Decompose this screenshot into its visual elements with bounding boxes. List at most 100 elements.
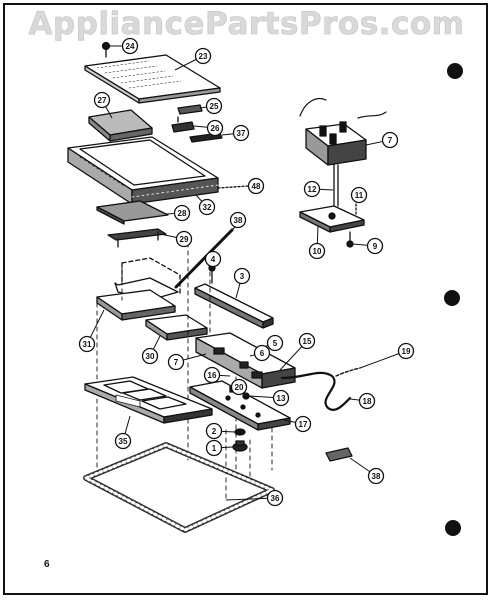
callout-label: 24 (126, 42, 135, 51)
part-window-frame-35 (84, 376, 213, 424)
callout-circle (205, 97, 223, 115)
callout-c7a: 7 (167, 353, 207, 371)
part-housing-pan (67, 136, 219, 205)
callout-circle (121, 37, 139, 55)
callout-circle (114, 432, 132, 450)
callout-circle (381, 131, 399, 149)
callout-layer: 2423272526374832282938433130567151619201… (78, 37, 415, 507)
callout-c26: 26 (193, 119, 224, 137)
callout-circle (247, 177, 265, 195)
part-nut-13 (242, 392, 250, 400)
callout-label: 13 (277, 394, 286, 403)
binder-hole-top (447, 63, 463, 79)
part-washer-2 (234, 428, 246, 436)
callout-circle (266, 489, 284, 507)
callout-circle (272, 389, 290, 407)
callout-c23: 23 (174, 47, 212, 71)
callout-circle (294, 415, 312, 433)
callout-label: 10 (313, 247, 322, 256)
leader-48 (217, 185, 249, 189)
callout-circle (141, 347, 159, 365)
callout-label: 37 (237, 129, 246, 138)
callout-circle (175, 230, 193, 248)
callout-circle (167, 353, 185, 371)
callout-circle (253, 344, 271, 362)
callout-label: 29 (180, 235, 189, 244)
callout-label: 27 (98, 96, 107, 105)
part-plate-30 (145, 314, 208, 341)
callout-circle (206, 119, 224, 137)
callout-circle (232, 124, 250, 142)
part-knob-1 (232, 440, 248, 452)
callout-label: 1 (212, 444, 217, 453)
callout-label: 3 (240, 272, 245, 281)
callout-c18: 18 (349, 392, 376, 410)
callout-label: 7 (174, 358, 179, 367)
page-border (3, 3, 488, 595)
binder-hole-bottom (445, 520, 461, 536)
part-bracket-25 (177, 104, 203, 115)
part-thermostat-7 (299, 97, 387, 166)
callout-c16: 16 (203, 366, 231, 384)
part-bracket-10 (299, 205, 365, 233)
callout-label: 25 (210, 102, 219, 111)
callout-c17: 17 (283, 415, 312, 433)
callout-label: 35 (119, 437, 128, 446)
part-bracket-3 (194, 283, 274, 329)
callout-label: 16 (208, 371, 217, 380)
callout-c36: 36 (225, 489, 284, 507)
part-shaft-12 (333, 164, 339, 207)
callout-c37: 37 (221, 124, 250, 142)
callout-label: 2 (212, 427, 217, 436)
callout-circle (298, 332, 316, 350)
callout-c9: 9 (352, 237, 384, 255)
callout-circle (198, 198, 216, 216)
callout-label: 20 (235, 383, 244, 392)
callout-label: 18 (363, 397, 372, 406)
part-bracket-29 (107, 228, 167, 248)
part-control-housing-15 (195, 332, 296, 389)
callout-c6: 6 (249, 344, 271, 362)
callout-c27: 27 (93, 91, 113, 119)
callout-c29: 29 (159, 230, 193, 248)
callout-c7b: 7 (365, 131, 399, 149)
callout-label: 23 (199, 52, 208, 61)
callout-label: 17 (299, 420, 308, 429)
callout-circle (366, 237, 384, 255)
callout-c3: 3 (233, 267, 251, 299)
callout-c15: 15 (279, 332, 316, 371)
callout-circle (205, 422, 223, 440)
callout-circle (194, 47, 212, 65)
callout-c28: 28 (165, 204, 191, 222)
callout-c30: 30 (141, 335, 161, 365)
callout-circle (93, 91, 111, 109)
callout-label: 15 (303, 337, 312, 346)
callout-c19: 19 (359, 342, 415, 369)
callout-label: 7 (388, 136, 393, 145)
callout-label: 9 (373, 242, 378, 251)
callout-circle (233, 267, 251, 285)
callout-c38b: 38 (349, 457, 385, 485)
callout-circle (308, 242, 326, 260)
callout-c11: 11 (350, 186, 368, 204)
callout-label: 12 (308, 185, 317, 194)
callout-label: 28 (178, 209, 187, 218)
callout-label: 6 (260, 349, 265, 358)
callout-label: 48 (252, 182, 261, 191)
callout-circle (397, 342, 415, 360)
callout-label: 5 (273, 339, 278, 348)
callout-c24: 24 (110, 37, 139, 55)
part-clip-26 (171, 116, 195, 133)
callout-label: 19 (402, 347, 411, 356)
callout-c1: 1 (205, 439, 234, 457)
part-gasket-frame-36 (83, 442, 275, 533)
callout-circle (203, 366, 221, 384)
callout-label: 30 (146, 352, 155, 361)
callout-circle (204, 250, 222, 268)
callout-c25: 25 (199, 97, 223, 115)
callout-c13: 13 (249, 389, 290, 407)
callout-c38a: 38 (229, 211, 247, 229)
callout-circle (358, 392, 376, 410)
part-wire-harness-18 (280, 367, 361, 411)
callout-circle (230, 378, 248, 396)
